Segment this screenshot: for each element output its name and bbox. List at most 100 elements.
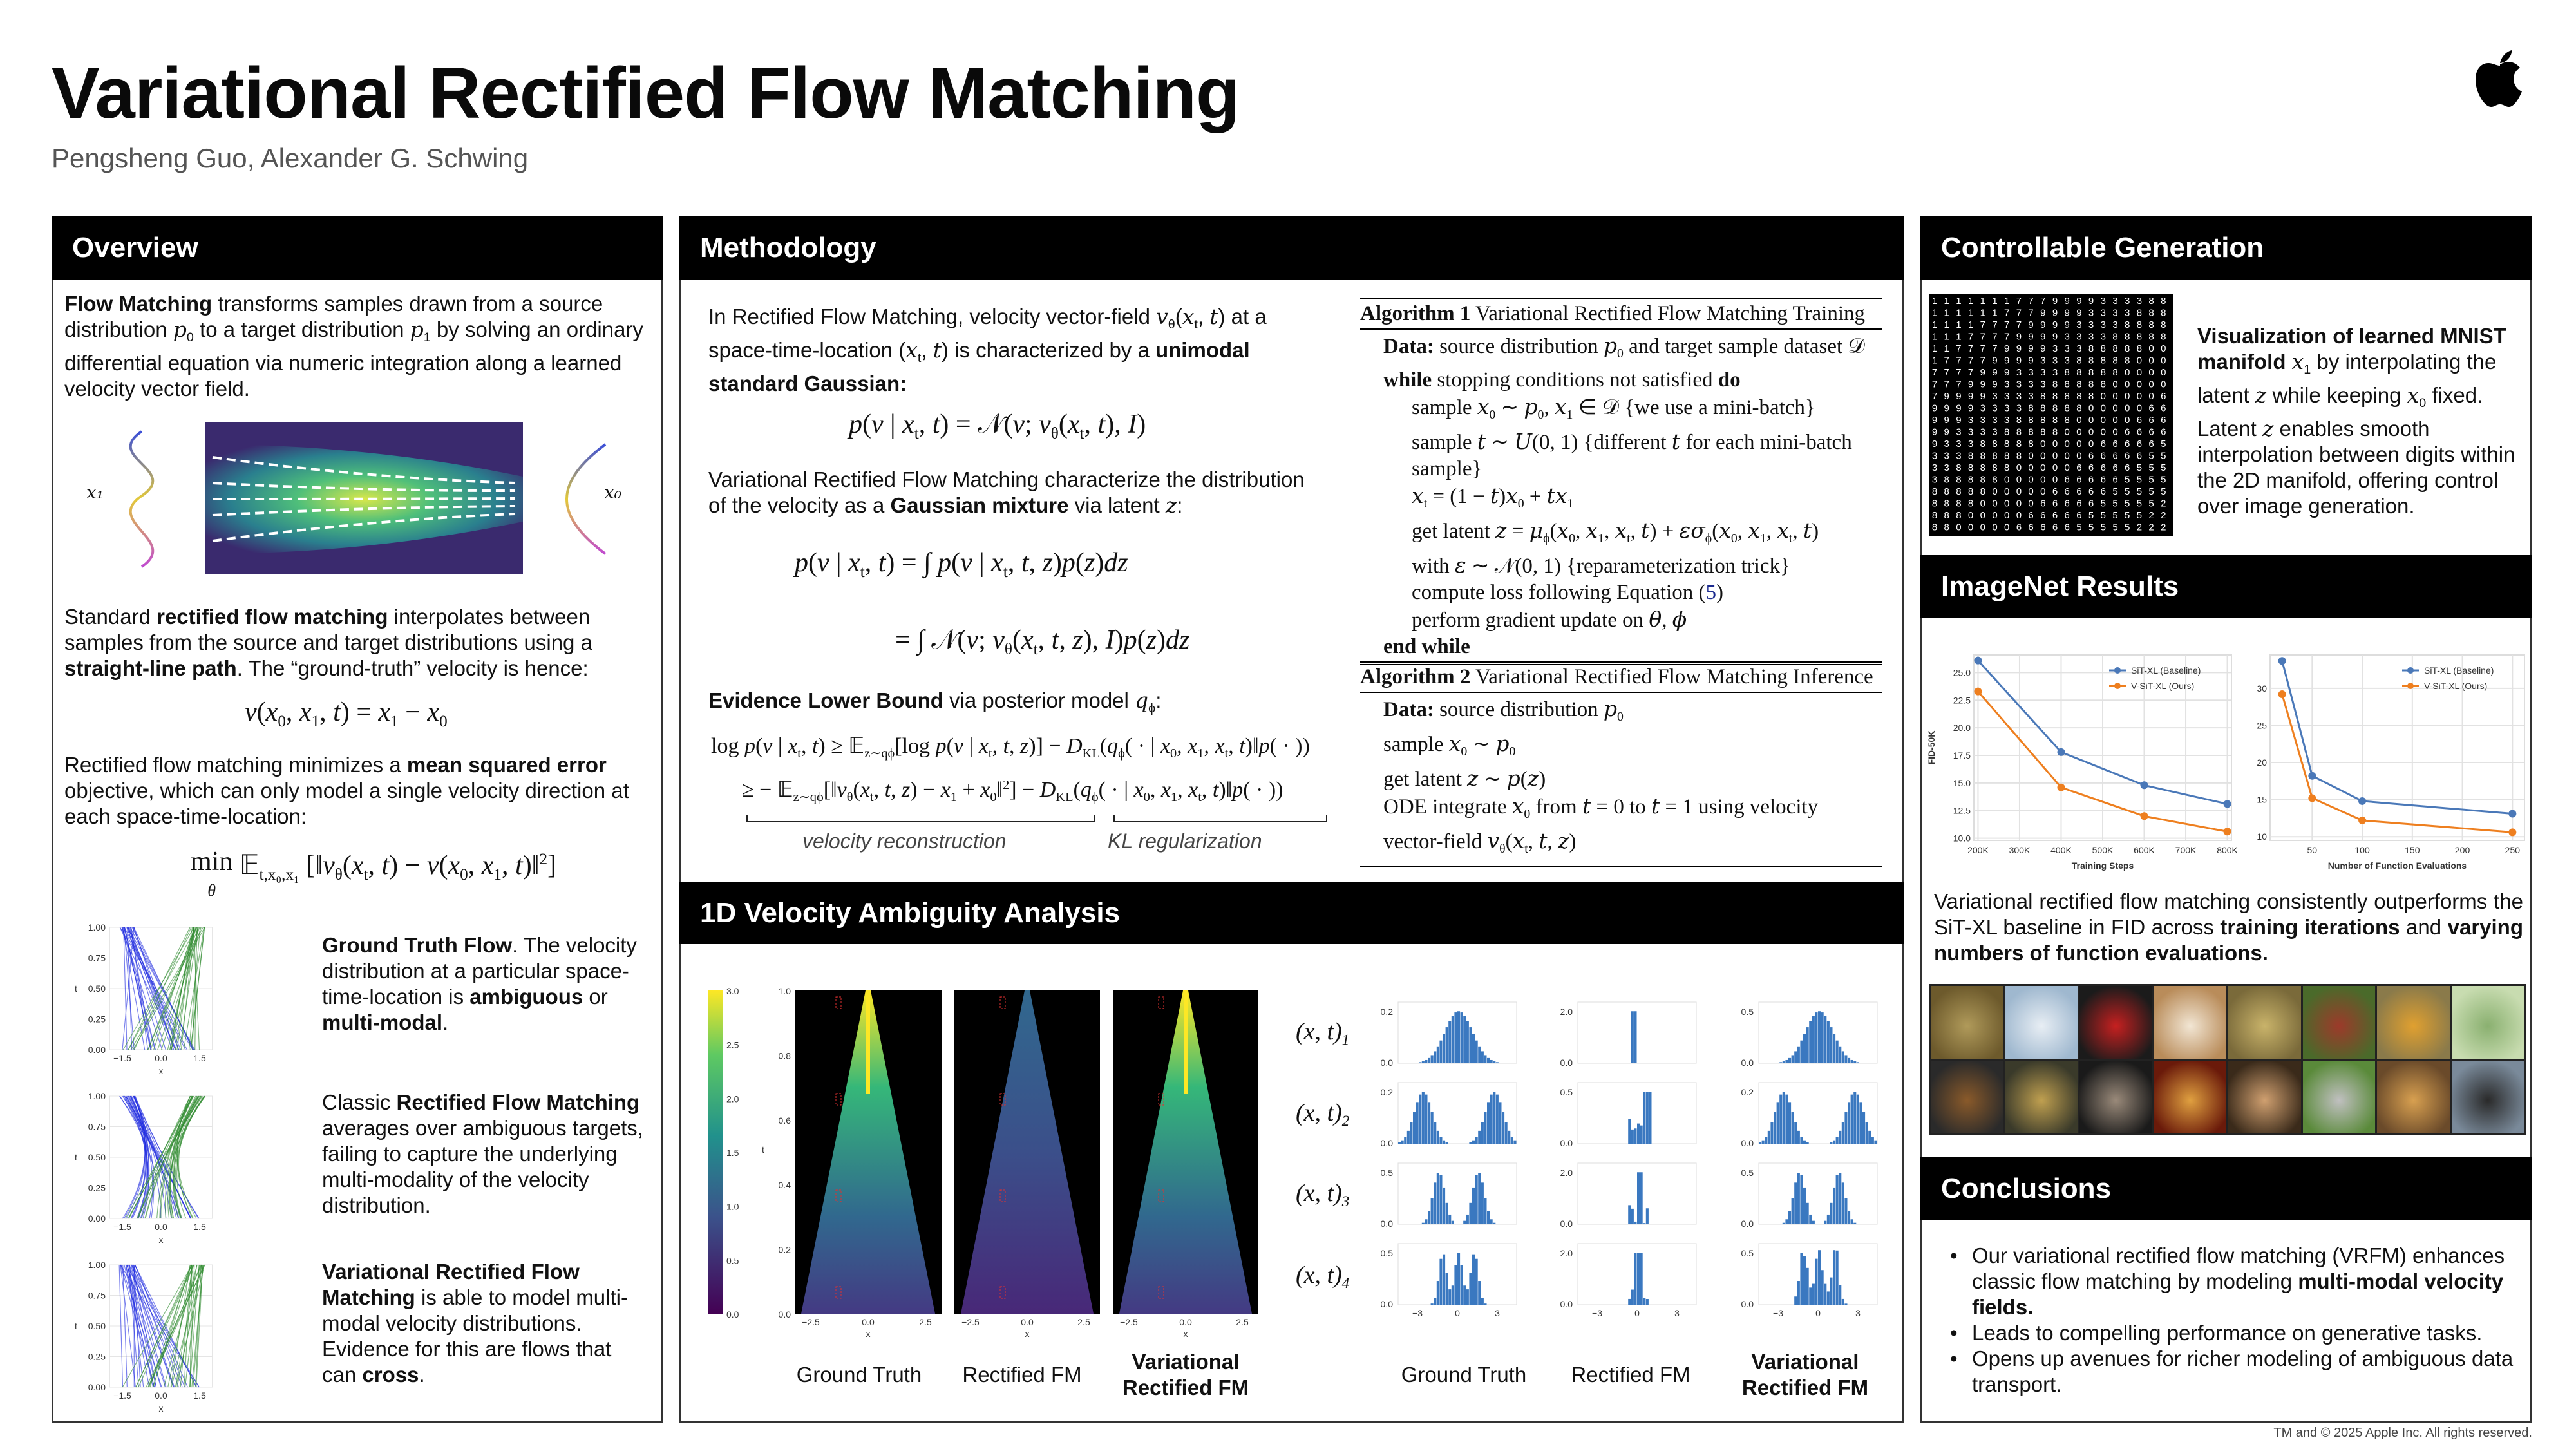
text-segment: t xyxy=(932,410,940,439)
x-tick-label: 150 xyxy=(2405,845,2420,855)
hist-x-tick: 3 xyxy=(1495,1308,1500,1318)
histogram-bar xyxy=(1839,1285,1842,1305)
hist-y-tick: 2.0 xyxy=(1560,1168,1573,1178)
text-segment: x xyxy=(481,851,494,880)
text-segment: x xyxy=(1021,625,1034,655)
text-segment: sample xyxy=(1383,732,1449,756)
text-segment: ) ≥ 𝔼 xyxy=(818,734,865,758)
mnist-digit: 0 xyxy=(2028,486,2033,497)
hist-x-tick: −3 xyxy=(1592,1308,1602,1318)
mnist-digit: 7 xyxy=(2004,332,2009,343)
flow-trajectory xyxy=(123,927,135,1050)
text-segment: ] xyxy=(547,851,557,880)
flow-trajectory xyxy=(126,1264,157,1388)
x-tick-label: −1.5 xyxy=(113,1390,131,1401)
text-segment: x xyxy=(378,697,391,727)
histogram-bar xyxy=(1848,1057,1851,1063)
flow-trajectory xyxy=(179,927,198,1050)
mnist-digit: 6 xyxy=(2065,510,2070,521)
text-segment: t xyxy=(1198,790,1202,805)
text-segment: , xyxy=(1201,778,1213,802)
text-segment: t xyxy=(1477,428,1486,454)
text-segment: p xyxy=(795,548,808,578)
flow-trajectory xyxy=(184,1264,200,1388)
text-segment: ϕ xyxy=(1091,790,1099,805)
mnist-digit: 8 xyxy=(1956,486,1961,497)
hist-y-tick: 0.0 xyxy=(1560,1218,1573,1229)
mnist-digit: 8 xyxy=(1944,510,1949,521)
mnist-digit: 9 xyxy=(2052,296,2058,307)
text-segment: ) xyxy=(1569,829,1577,853)
text-segment: x xyxy=(902,410,914,439)
histogram-bar xyxy=(1797,1130,1800,1144)
y-tick-label: 1.00 xyxy=(88,922,106,933)
mnist-digit: 1 xyxy=(1992,308,1997,319)
mnist-digit: 7 xyxy=(2028,296,2033,307)
mnist-digit: 3 xyxy=(2076,332,2081,343)
mnist-digit: 5 xyxy=(2161,486,2166,497)
text-segment: z xyxy=(1495,517,1507,543)
mnist-digit: 3 xyxy=(2052,367,2058,378)
text-segment: Opens up avenues for richer modeling of … xyxy=(1972,1347,2514,1396)
histogram-bar xyxy=(1463,1285,1466,1305)
text-segment: 0 xyxy=(1170,746,1177,761)
text-segment: 1 xyxy=(1759,531,1766,545)
mnist-digit: 5 xyxy=(2076,522,2081,533)
query-marker xyxy=(999,996,1006,1009)
text-segment: D xyxy=(1039,778,1056,802)
mnist-digit: 6 xyxy=(2088,475,2094,486)
data-point xyxy=(2358,797,2367,805)
histogram-bar xyxy=(1439,1175,1443,1224)
methodology-intro: In Rectified Flow Matching, velocity vec… xyxy=(708,304,1307,397)
text-segment: , xyxy=(1547,829,1558,853)
y-tick-label: 20 xyxy=(2257,757,2267,768)
mnist-digit: 5 xyxy=(2137,475,2142,486)
histogram-bar xyxy=(1818,1250,1821,1305)
mnist-digit: 0 xyxy=(2088,427,2094,438)
mnist-digit: 3 xyxy=(2016,367,2022,378)
histogram-bar xyxy=(1472,1254,1475,1305)
histogram-bar xyxy=(1436,1173,1439,1224)
mnist-digit: 1 xyxy=(1932,355,1937,366)
text-segment: (x, t) xyxy=(1296,1099,1342,1126)
mnist-digit: 8 xyxy=(1992,439,1997,450)
histogram-bar xyxy=(1803,1034,1806,1063)
flow-trajectory xyxy=(183,927,205,1050)
min-subscript: θ xyxy=(207,881,216,900)
text-segment: , xyxy=(1662,608,1672,632)
text-segment: ≥ − 𝔼 xyxy=(742,778,793,802)
mnist-digit: 1 xyxy=(1992,296,1997,307)
histogram-bar xyxy=(1839,1173,1842,1224)
text-segment: x xyxy=(940,778,951,802)
mnist-digit: 0 xyxy=(2065,427,2070,438)
heatmap-caption-rfm: Rectified FM xyxy=(962,1363,1082,1387)
text-segment: 0 xyxy=(1730,531,1738,545)
text-segment: x xyxy=(1182,304,1195,329)
text-segment: do xyxy=(1718,368,1741,392)
text-segment: x xyxy=(1777,517,1789,543)
flow-trajectory xyxy=(156,1095,193,1219)
mnist-digit: 2 xyxy=(2137,522,2142,533)
mnist-digit: 3 xyxy=(1932,462,1937,473)
text-segment: ) − xyxy=(389,851,427,880)
mnist-digit: 7 xyxy=(1956,379,1961,390)
histogram-bar xyxy=(1835,1250,1839,1305)
mnist-digit: 6 xyxy=(2052,498,2058,509)
y-tick-label: 15 xyxy=(2257,795,2267,805)
mnist-digit: 9 xyxy=(2028,332,2033,343)
rectified-flow-text: Standard rectified flow matching interpo… xyxy=(64,604,650,681)
flow-trajectory xyxy=(190,927,205,1050)
text-segment: rectified flow matching xyxy=(156,605,388,629)
mnist-digit: 5 xyxy=(2125,498,2130,509)
histogram-bar xyxy=(1634,1253,1637,1305)
histogram-bar xyxy=(1439,1040,1443,1063)
mnist-digit: 6 xyxy=(2088,451,2094,462)
legend-marker xyxy=(2407,683,2414,689)
text-segment: mean squared error xyxy=(406,753,607,777)
mnist-digit: 8 xyxy=(2137,332,2142,343)
histogram-bar xyxy=(1794,1182,1797,1224)
text-segment: t xyxy=(1423,496,1428,511)
histogram-bar xyxy=(1833,1140,1836,1144)
text-segment: ; xyxy=(978,625,993,655)
